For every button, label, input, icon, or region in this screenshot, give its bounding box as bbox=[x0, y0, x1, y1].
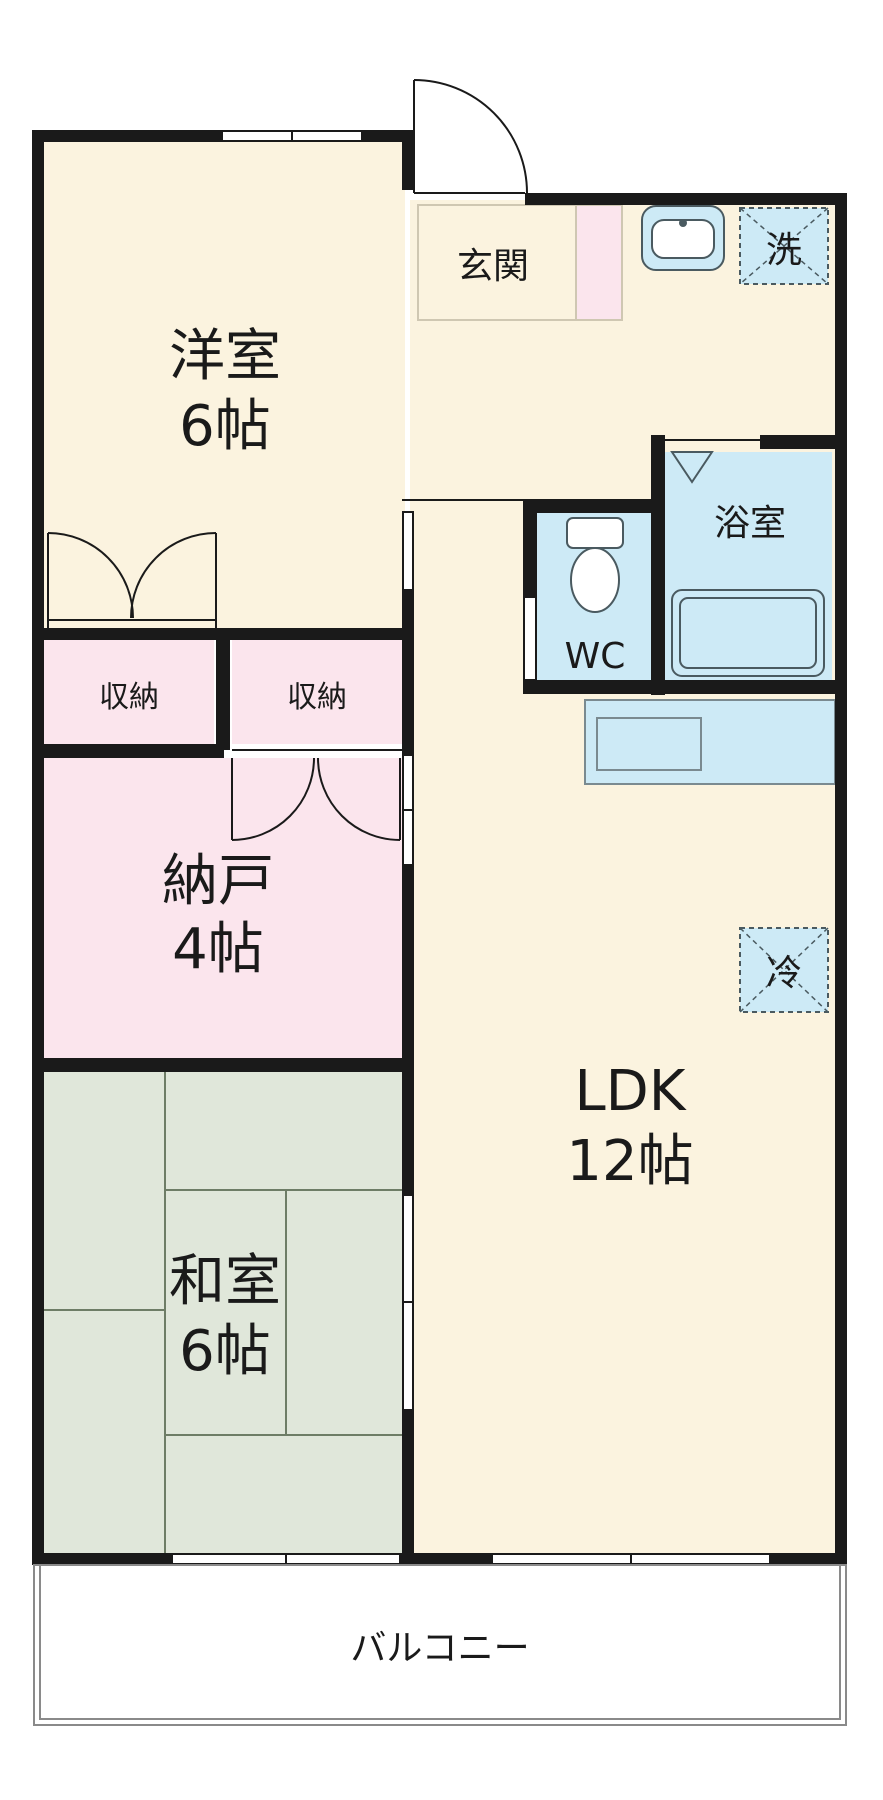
closet-right-label: 収納 bbox=[287, 680, 347, 715]
ldk-floor bbox=[410, 200, 835, 1565]
storeroom-size: 4帖 bbox=[172, 917, 264, 982]
bathroom-label: 浴室 bbox=[714, 503, 786, 544]
japanese-room-size: 6帖 bbox=[179, 1319, 271, 1384]
storeroom-floor bbox=[44, 758, 402, 1058]
toilet-icon bbox=[566, 517, 624, 613]
washbasin-icon bbox=[641, 205, 725, 271]
western-room-floor bbox=[40, 138, 405, 628]
toilet-label: WC bbox=[565, 636, 626, 677]
washer-label: 洗 bbox=[766, 230, 802, 271]
washer-box bbox=[739, 207, 829, 285]
western-room-size: 6帖 bbox=[179, 394, 271, 459]
closet-right-floor bbox=[232, 636, 402, 744]
kitchen-sink bbox=[596, 717, 702, 771]
western-room-name: 洋室 bbox=[169, 324, 281, 389]
walls bbox=[32, 130, 847, 1565]
closet-left-floor bbox=[44, 636, 214, 744]
bathtub-icon bbox=[671, 589, 825, 677]
japanese-room-name: 和室 bbox=[169, 1249, 281, 1314]
refrigerator-box bbox=[739, 927, 829, 1013]
storeroom-name: 納戸 bbox=[162, 849, 274, 914]
balcony bbox=[33, 1564, 847, 1726]
ldk-name: LDK bbox=[574, 1059, 686, 1124]
balcony-label: バルコニー bbox=[350, 1628, 529, 1669]
closet-left-label: 収納 bbox=[99, 680, 159, 715]
refrigerator-label: 冷 bbox=[766, 953, 802, 994]
doors bbox=[47, 79, 760, 841]
tatami-mats bbox=[44, 1072, 402, 1560]
entrance-label: 玄関 bbox=[457, 246, 529, 287]
entrance-floor bbox=[417, 204, 577, 321]
water-heater-icon bbox=[670, 451, 714, 484]
window-mullions bbox=[285, 131, 632, 1564]
japanese-room-floor bbox=[44, 1072, 402, 1560]
shoe-cabinet bbox=[575, 204, 623, 321]
ldk-size: 12帖 bbox=[566, 1129, 693, 1194]
